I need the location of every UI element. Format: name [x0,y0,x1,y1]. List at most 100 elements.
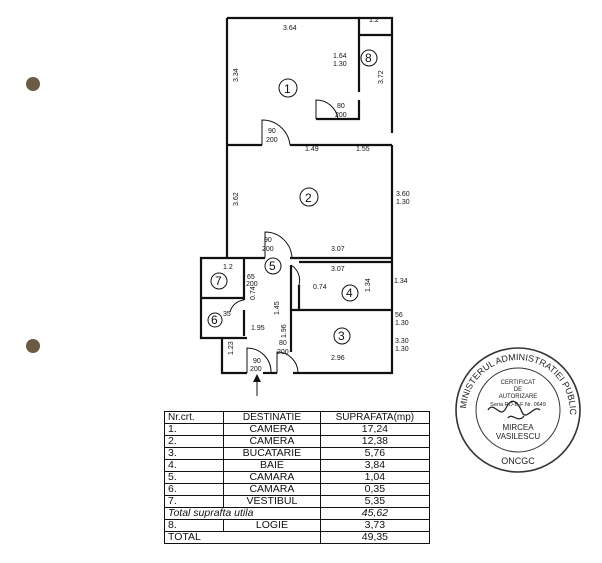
dim-label: 200 [277,349,289,356]
interior-walls [201,35,392,352]
room-number: 3 [338,329,345,343]
room-number: 2 [305,191,312,205]
table-row: 5. CAMARA 1,04 [163,471,431,484]
dim-label: 3.60 [396,191,410,198]
dim-label: 90 [264,237,272,244]
dimension-labels: 3.64 1.2 3.34 3.72 1.64 1.30 80 200 90 2… [223,17,410,373]
dim-label: 200 [266,137,278,144]
stamp-ring-bottom: ONCGC [501,456,535,466]
table-row: 7. VESTIBUL 5,35 [163,495,431,508]
area-table: Nr.crt. DESTINATIE SUPRAFATA(mp) 1. CAME… [163,411,431,544]
dim-label: 65 [247,274,255,281]
dim-label: 1.34 [394,278,408,285]
table-row: 2. CAMERA 12,38 [163,435,431,448]
table-cell: CAMARA [223,483,321,496]
table-header: Nr.crt. [163,411,225,424]
table-cell: LOGIE [223,519,321,532]
total-label: TOTAL [164,531,321,544]
outer-walls [199,16,394,375]
room-number: 1 [284,82,291,96]
dim-label: 90 [253,358,261,365]
table-header: DESTINATIE [223,411,321,424]
table-cell: 8. [163,519,225,532]
dim-label: 3.72 [378,70,385,84]
room-marker-3: 3 [333,327,351,345]
dim-label: 1.30 [395,346,409,353]
table-cell: 5. [163,471,225,484]
punch-hole-bottom [26,339,40,353]
dim-label: 80 [337,103,345,110]
dim-label: 200 [246,281,258,288]
floor-plan: 3.64 1.2 3.34 3.72 1.64 1.30 80 200 90 2… [26,16,410,396]
stamp-line: CERTIFICAT [501,380,536,386]
dim-label: 200 [335,112,347,119]
table-cell: 7. [163,495,225,508]
dim-label: 1.30 [396,199,410,206]
table-cell: BAIE [223,459,321,472]
authorization-stamp: MINISTERUL ADMINISTRATIEI PUBLICE ONCGC … [448,338,581,473]
table-cell: 2. [163,435,225,448]
table-cell: 3. [163,447,225,460]
room-number: 5 [269,259,276,273]
table-header: SUPRAFATA(mp) [319,411,431,424]
table-cell: VESTIBUL [223,495,321,508]
punch-hole-top [26,77,40,91]
dim-label: 0.74 [250,286,257,300]
dim-label: 1.34 [365,278,372,292]
table-cell: 3,73 [319,519,431,532]
dim-label: 3.07 [331,246,345,253]
table-cell: CAMERA [223,435,321,448]
dim-label: 3.30 [395,338,409,345]
stamp-line: DE [514,387,522,393]
dim-label: 90 [268,128,276,135]
dim-label: 1.30 [395,320,409,327]
stamp-name: MIRCEA [502,423,534,432]
room-marker-1: 1 [278,78,298,98]
table-cell: 12,38 [319,435,431,448]
dim-label: 200 [250,366,262,373]
dim-label: 2.96 [331,355,345,362]
table-cell: CAMERA [223,423,321,436]
dim-label: 1.64 [333,53,347,60]
dim-label: 1.2 [223,264,233,271]
room-marker-4: 4 [341,284,359,302]
dim-label: 1.23 [228,341,235,355]
room-number: 7 [215,274,222,288]
table-cell: CAMARA [223,471,321,484]
room-number: 4 [346,286,353,300]
dim-label: 1.2 [369,17,379,24]
room-number: 8 [365,51,372,65]
entrance-arrow-icon [253,374,261,396]
signature [487,400,541,420]
stamp-name: VASILESCU [496,432,541,441]
room-marker-2: 2 [299,187,319,207]
table-row: 3. BUCATARIE 5,76 [163,447,431,460]
total-value: 49,35 [319,531,431,544]
table-cell: 1. [163,423,225,436]
table-cell: 5,35 [319,495,431,508]
doors [229,99,339,374]
dim-label: 35 [223,311,231,318]
dim-label: 200 [262,246,274,253]
dim-label: 80 [279,340,287,347]
room-marker-5: 5 [264,257,282,275]
dim-label: 1.95 [251,325,265,332]
table-row: 6. CAMARA 0,35 [163,483,431,496]
total-useful-value: 45,62 [319,507,431,520]
table-cell: 0,35 [319,483,431,496]
room-number: 6 [211,313,218,327]
table-cell: BUCATARIE [223,447,321,460]
dim-label: 3.62 [233,192,240,206]
table-cell: 4. [163,459,225,472]
dim-label: 1.49 [305,146,319,153]
room-marker-6: 6 [207,312,223,328]
total-row: TOTAL 49,35 [164,531,431,544]
table-cell: 5,76 [319,447,431,460]
room-marker-8: 8 [360,49,378,67]
dim-label: 3.07 [331,266,345,273]
table-row: 1. CAMERA 17,24 [163,423,431,436]
loggia-row: 8. LOGIE 3,73 [163,519,431,532]
total-useful-label: Total suprafta utila [164,507,321,520]
table-cell: 1,04 [319,471,431,484]
table-cell: 3,84 [319,459,431,472]
